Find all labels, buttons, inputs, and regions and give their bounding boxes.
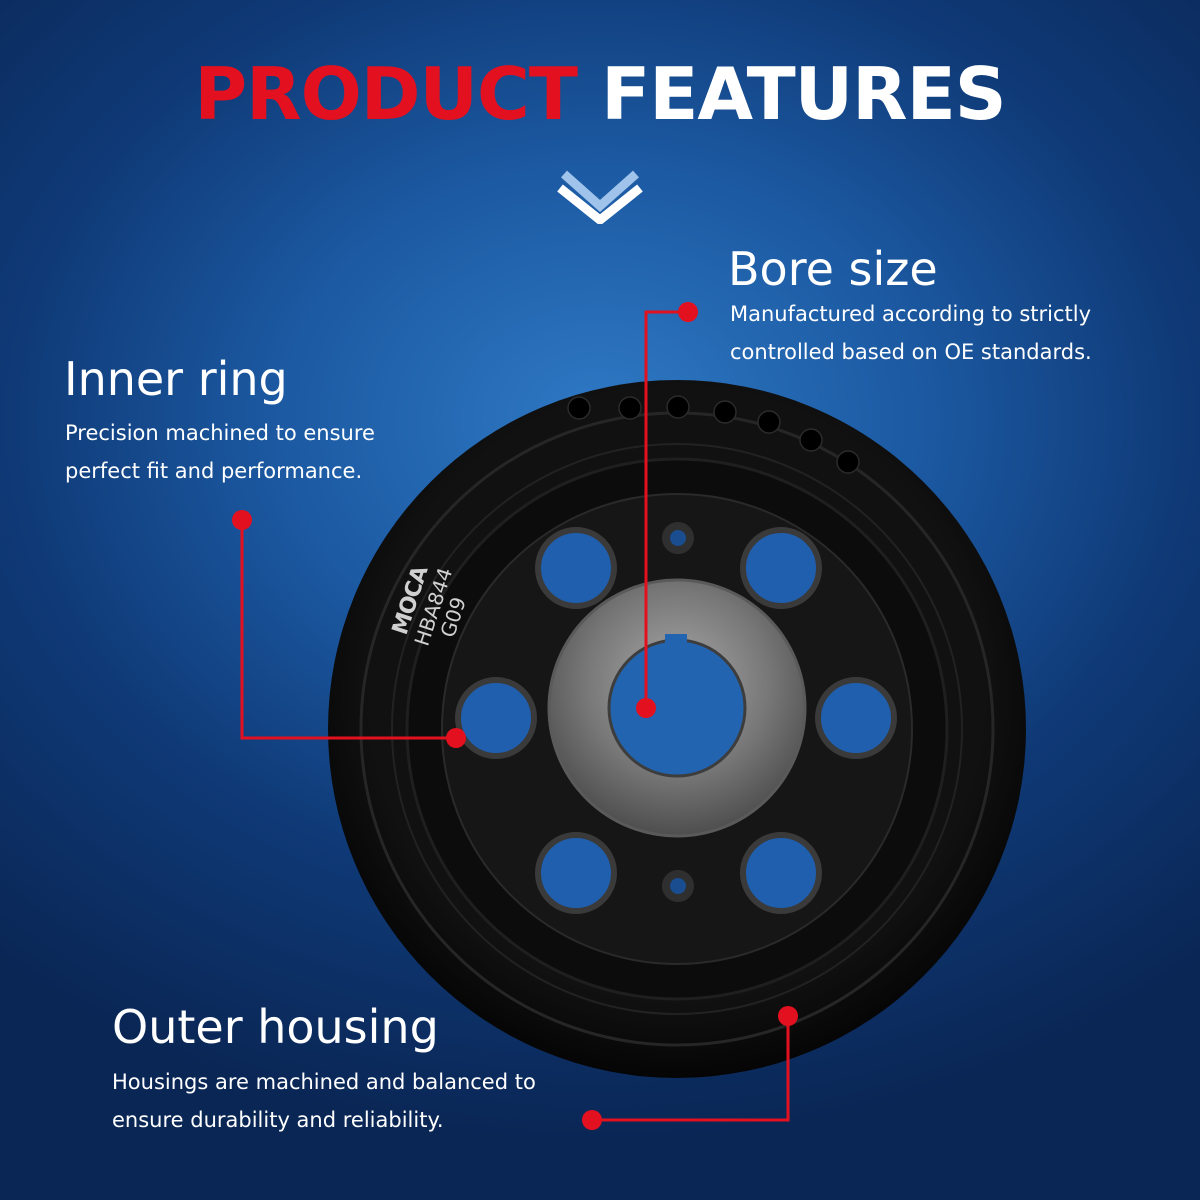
keyway xyxy=(665,634,687,644)
bore-dot-center xyxy=(636,698,656,718)
web-holes xyxy=(455,527,897,914)
bore-dot-top xyxy=(678,302,698,322)
bore-callout-line xyxy=(644,310,688,708)
outer-housing-desc-line2: ensure durability and reliability. xyxy=(112,1108,444,1132)
bore-size-desc-line2: controlled based on OE standards. xyxy=(730,340,1092,364)
outer-housing-title: Outer housing xyxy=(112,1000,439,1054)
outer-dot-end xyxy=(582,1110,602,1130)
bore-size-desc-line1: Manufactured according to strictly xyxy=(730,302,1092,326)
outer-housing-description: Housings are machined and balanced to en… xyxy=(112,1063,536,1139)
inner-dot-end xyxy=(446,728,466,748)
title-features: FEATURES xyxy=(601,52,1007,136)
bore-size-title: Bore size xyxy=(728,242,938,296)
inner-ring-description: Precision machined to ensure perfect fit… xyxy=(65,414,375,490)
pulley-image: MOCA HBA844 G09 xyxy=(328,380,1026,1078)
bolt-holes xyxy=(662,522,694,902)
bore-size-description: Manufactured according to strictly contr… xyxy=(730,295,1092,371)
inner-dot-top xyxy=(232,510,252,530)
outer-callout-line xyxy=(592,1016,790,1122)
page-title: PRODUCT FEATURES xyxy=(0,58,1200,130)
outer-dot-top xyxy=(778,1006,798,1026)
inner-ring-desc-line1: Precision machined to ensure xyxy=(65,421,375,445)
inner-ring-desc-line2: perfect fit and performance. xyxy=(65,459,363,483)
title-product: PRODUCT xyxy=(194,52,578,136)
inner-ring-title: Inner ring xyxy=(64,352,288,406)
balance-holes xyxy=(567,395,860,474)
outer-housing-desc-line1: Housings are machined and balanced to xyxy=(112,1070,536,1094)
double-chevron-down-icon xyxy=(557,170,643,224)
inner-callout-line xyxy=(240,520,456,740)
